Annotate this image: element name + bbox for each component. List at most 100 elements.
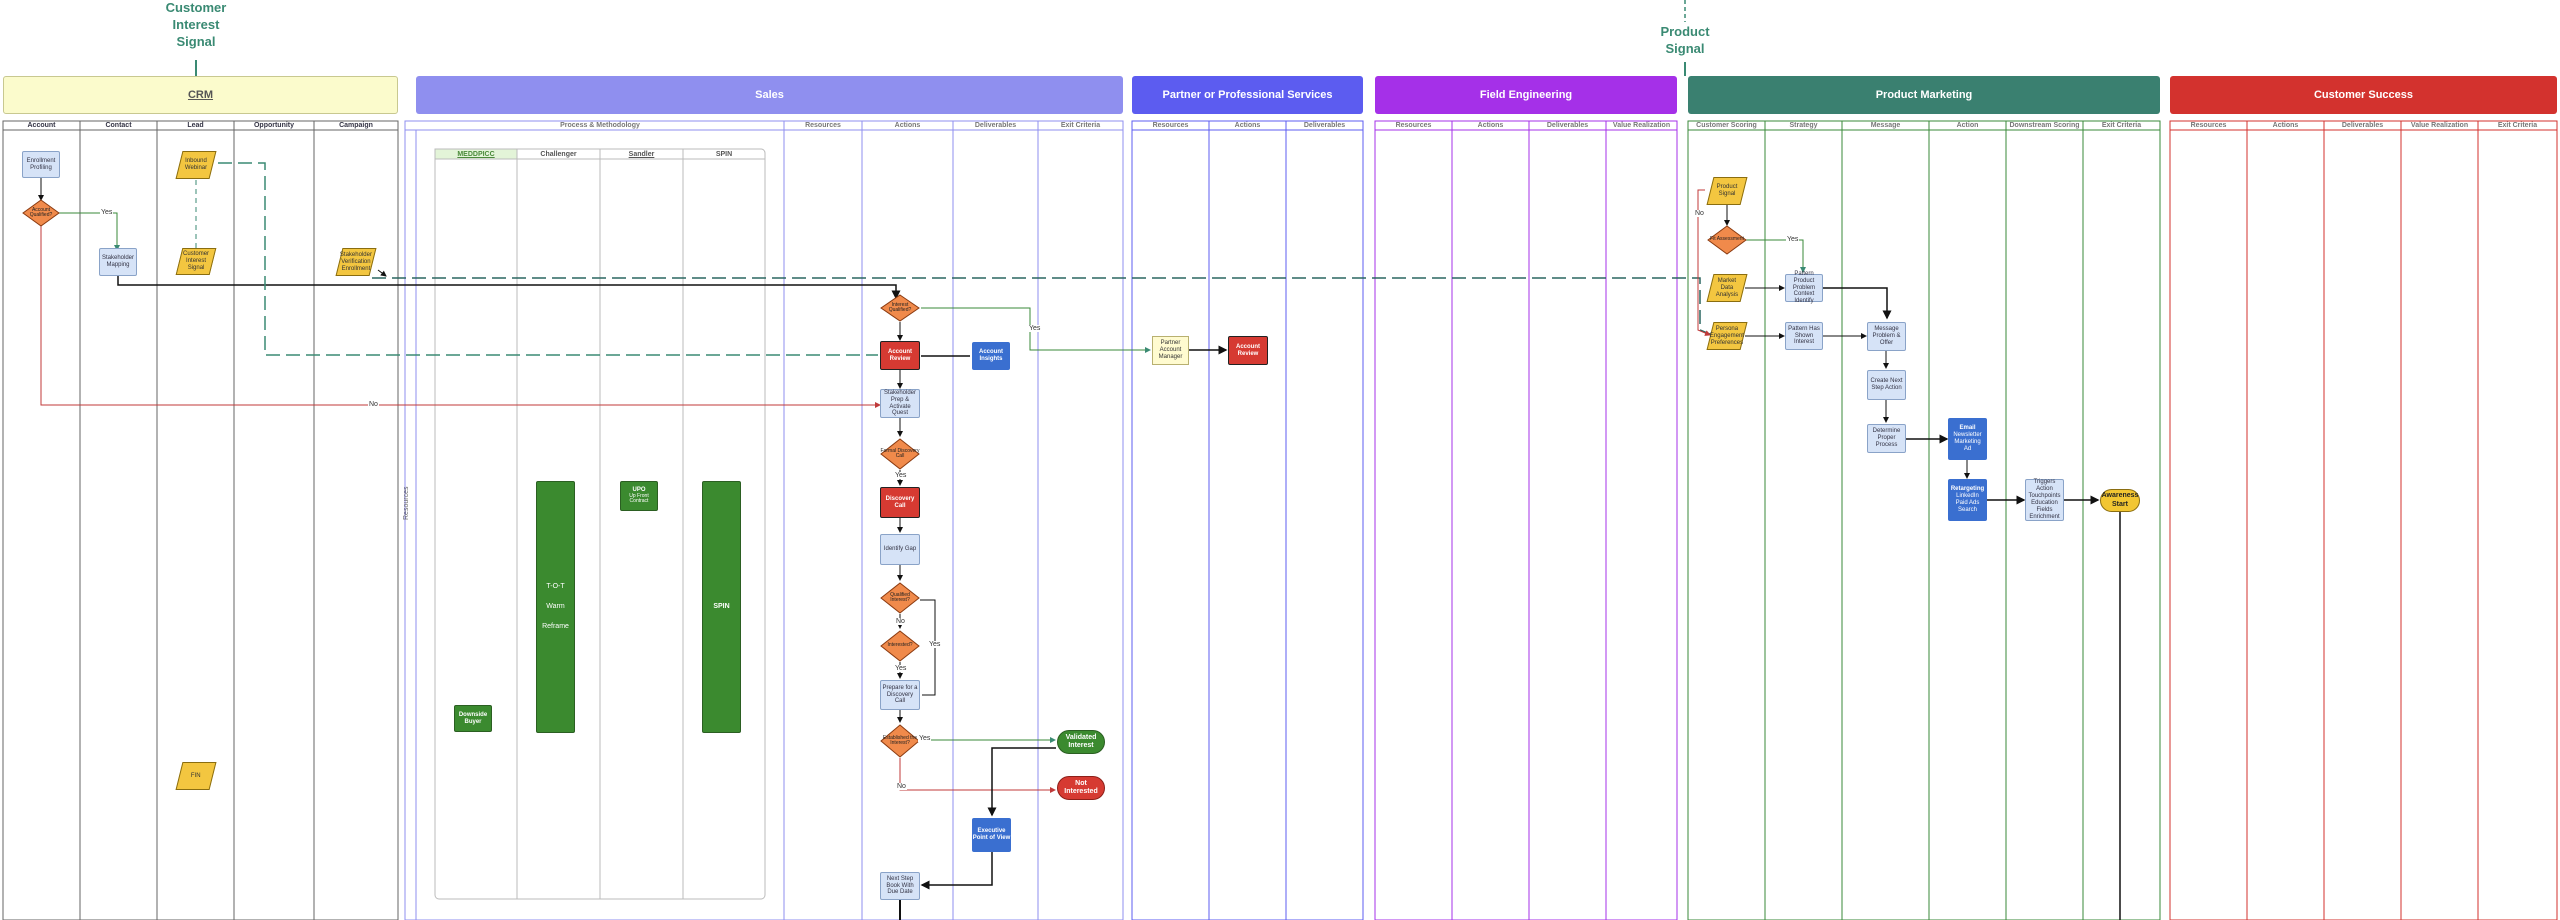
- edge-label-crm-yes: Yes: [100, 209, 114, 216]
- partner-account-review[interactable]: Account Review: [1228, 336, 1268, 365]
- sales-account-insights[interactable]: Account Insights: [972, 342, 1010, 370]
- sales-next-step[interactable]: Next Step Book With Due Date: [880, 872, 920, 900]
- upo-title: UPO: [632, 486, 646, 493]
- box-text: Buyer: [464, 718, 482, 725]
- pm-market-data[interactable]: Market Data Analysis: [1706, 274, 1748, 302]
- node-label: Product Signal: [1716, 184, 1738, 197]
- col-sales-deliverables: Deliverables: [974, 122, 1017, 129]
- decision-label: Account Qualified?: [29, 206, 53, 218]
- crm-account-decision[interactable]: Account Qualified?: [22, 199, 60, 227]
- edge-label-discovery-yes: Yes: [894, 472, 908, 479]
- sales-interest-decision[interactable]: Interest Qualified?: [880, 294, 920, 322]
- pm-retarget-node[interactable]: Retargeting LinkedIn Paid Ads Search: [1948, 479, 1987, 521]
- signal-line-1: Product: [1660, 24, 1710, 39]
- col-sales-actions: Actions: [894, 122, 921, 129]
- method-meddpicc: MEDDPICC: [457, 151, 495, 158]
- bar-text: Warm: [546, 602, 565, 610]
- col-partner-deliverables: Deliverables: [1303, 122, 1346, 129]
- pm-fit-decision[interactable]: Fit Assessment: [1707, 225, 1747, 255]
- node-label: FIN: [191, 772, 201, 779]
- pm-persona[interactable]: Persona Engagement Preferences: [1706, 322, 1748, 350]
- decision-label: Interested?: [887, 642, 913, 649]
- col-field-value: Value Realization: [1612, 122, 1671, 129]
- lane-body-partner: [1131, 120, 1364, 920]
- col-pm-message: Message: [1870, 122, 1901, 129]
- node-label: Market Data Analysis: [1715, 277, 1739, 298]
- lane-body-pm: [1687, 120, 2161, 920]
- col-pm-strategy: Strategy: [1789, 122, 1818, 129]
- pm-cta-node[interactable]: Create Next Step Action: [1867, 370, 1906, 400]
- connectors: [38, 0, 2121, 920]
- crm-campaign-node[interactable]: Stakeholder Verification Enrollment: [335, 248, 377, 276]
- lane-header-crm: CRM: [3, 76, 398, 114]
- lane-body-crm: [2, 120, 399, 920]
- diamond-shape: [880, 294, 920, 322]
- col-crm-contact: Contact: [105, 122, 132, 129]
- pm-trigger-node[interactable]: Triggers Action Touchpoints Education Fi…: [2025, 479, 2064, 521]
- decision-label: Qualified Interest?: [890, 591, 910, 603]
- node-label: Customer Interest Signal: [182, 251, 210, 271]
- sales-established-decision[interactable]: Established the Interest?: [880, 724, 920, 758]
- sales-qualified-decision[interactable]: Qualified Interest?: [880, 582, 920, 614]
- col-pm-downstream: Downstream Scoring: [2009, 122, 2080, 129]
- crm-lead-mid-node[interactable]: Customer Interest Signal: [175, 248, 217, 275]
- edge-label-established-no: No: [896, 783, 907, 790]
- sales-discovery-call[interactable]: Discovery Call: [880, 487, 920, 518]
- sales-account-review[interactable]: Account Review: [880, 341, 920, 370]
- col-field-resources: Resources: [1395, 122, 1432, 129]
- pm-product-node[interactable]: Product Signal: [1706, 177, 1748, 205]
- sales-executive-pov[interactable]: Executive Point of View: [972, 818, 1011, 852]
- method-challenger: Challenger: [540, 151, 577, 158]
- sales-not-interested[interactable]: Not Interested: [1057, 776, 1105, 800]
- sales-doc-prep[interactable]: Stakeholder Prep & Activate Quest: [880, 389, 920, 418]
- col-partner-actions: Actions: [1234, 122, 1261, 129]
- node-line: Email: [1959, 425, 1976, 432]
- sales-prepare-call[interactable]: Prepare for a Discovery Call: [880, 680, 920, 710]
- col-cs-actions: Actions: [2272, 122, 2299, 129]
- col-pm-action: Action: [1956, 122, 1979, 129]
- crm-contact-node[interactable]: Stakeholder Mapping: [99, 248, 137, 276]
- decision-label: Interest Qualified?: [888, 301, 912, 313]
- pm-email-node[interactable]: Email Newsletter Marketing Ad: [1948, 418, 1987, 460]
- sales-discovery-decision[interactable]: Formal Discovery Call: [880, 438, 920, 470]
- node-label: Inbound Webinar: [184, 158, 208, 171]
- edge-label-qualified-yes: Yes: [928, 641, 942, 648]
- crm-account-node[interactable]: Enrollment Profiling: [22, 151, 60, 178]
- lane-body-sales: [404, 120, 1124, 920]
- col-field-deliverables: Deliverables: [1546, 122, 1589, 129]
- edge-label-sales-yes: Yes: [1028, 325, 1042, 332]
- node-line: Retargeting: [1950, 486, 1985, 493]
- diamond-shape: [880, 630, 920, 662]
- signal-line-1: Customer: [165, 0, 227, 15]
- col-crm-lead: Lead: [187, 122, 204, 129]
- col-crm-account: Account: [27, 122, 56, 129]
- node-line: Newsletter: [1953, 432, 1982, 439]
- edge-label-interested-yes: Yes: [894, 665, 908, 672]
- method-spin: SPIN: [715, 151, 733, 158]
- sales-validated-interest[interactable]: Validated Interest: [1057, 730, 1105, 754]
- lane-header-sales: Sales: [416, 76, 1123, 114]
- bar-text: T-O-T: [546, 582, 565, 590]
- sales-side-label: Resources: [403, 486, 410, 520]
- diamond-shape: [22, 199, 60, 227]
- col-cs-exit: Exit Criteria: [2497, 122, 2538, 129]
- customer-interest-signal: Customer Interest Signal: [146, 0, 246, 51]
- pm-pattern-2[interactable]: Pattern Has Shown Interest: [1785, 322, 1823, 350]
- crm-lead-top-node[interactable]: Inbound Webinar: [175, 151, 217, 179]
- crm-lead-bottom-node[interactable]: FIN: [175, 762, 217, 790]
- lane-header-pm: Product Marketing: [1688, 76, 2160, 114]
- node-line: Search: [1957, 506, 1977, 513]
- signal-line-2: Signal: [1665, 40, 1705, 56]
- pm-collect-node[interactable]: Determine Proper Process: [1867, 424, 1906, 453]
- col-cs-value: Value Realization: [2410, 122, 2469, 129]
- diamond-shape: [880, 582, 920, 614]
- pm-awareness-start[interactable]: Awareness Start: [2100, 489, 2140, 512]
- sales-interested-decision[interactable]: Interested?: [880, 630, 920, 662]
- upo-sub: Contract: [629, 498, 649, 505]
- upo-box: UPO Up Front Contract: [620, 481, 658, 511]
- pm-message-node[interactable]: Message Problem & Offer: [1867, 322, 1906, 351]
- partner-account-manager[interactable]: Partner Account Manager: [1152, 336, 1189, 365]
- pm-pattern-1[interactable]: Pattern Product Problem Context Identify: [1785, 271, 1823, 304]
- sales-identify-gap[interactable]: Identify Gap: [880, 534, 920, 565]
- col-sales-resources: Resources: [805, 122, 841, 129]
